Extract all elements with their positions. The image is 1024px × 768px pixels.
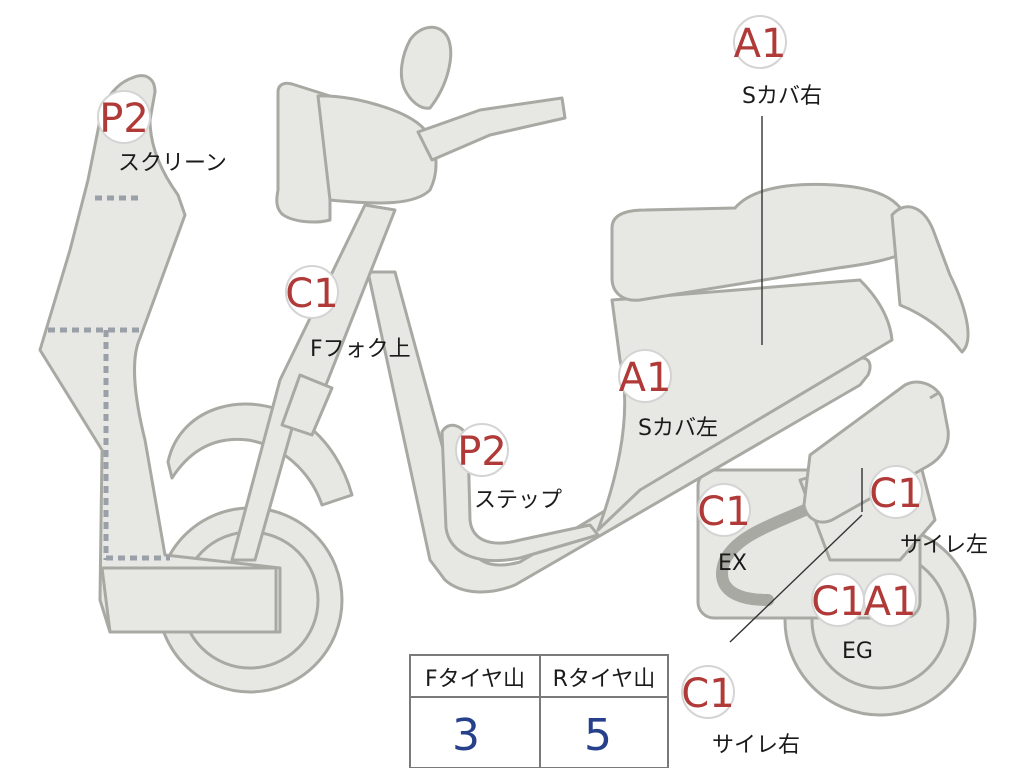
part-name: Sカバ右 <box>742 84 822 109</box>
leader-muffler-right <box>729 514 863 643</box>
tire-tread-table: Fタイヤ山 Rタイヤ山 3 5 <box>409 654 669 768</box>
label-cover-right: A1 Sカバ右 <box>733 15 822 109</box>
part-name: ステップ <box>474 488 562 513</box>
grade-badge <box>455 423 509 477</box>
grade-text: C1 <box>697 489 750 535</box>
front-tire-value: 3 <box>452 710 480 761</box>
part-name: Sカバ左 <box>638 416 718 441</box>
grade-text: C1 <box>811 579 864 625</box>
label-fork-upper: C1 Fフォク上 <box>285 265 411 362</box>
fork-lower <box>280 373 334 437</box>
leader-lines <box>729 116 863 643</box>
grade-text: P2 <box>99 96 149 142</box>
front-tire-header: Fタイヤ山 <box>425 667 525 692</box>
grade-badge <box>869 465 923 519</box>
tail-cowl <box>890 205 970 354</box>
grade-text: C1 <box>285 271 338 317</box>
grade-badge <box>285 265 339 319</box>
label-engine: C1 A1 EG <box>811 573 917 664</box>
grade-text: C1 <box>681 671 734 717</box>
seat <box>610 182 912 302</box>
grade-badge <box>733 15 787 69</box>
muffler-tip <box>929 390 941 400</box>
rear-tire-value: 5 <box>584 710 612 761</box>
grade-text: C1 <box>869 471 922 517</box>
part-name: スクリーン <box>118 151 227 176</box>
label-step: P2 ステップ <box>455 423 562 513</box>
mirror <box>399 25 453 110</box>
headlight <box>275 81 332 224</box>
label-exhaust: C1 EX <box>697 483 751 576</box>
part-name: サイレ左 <box>900 533 988 558</box>
label-cover-left: A1 Sカバ左 <box>618 349 718 441</box>
grade-badge <box>97 90 151 144</box>
grade-text: A1 <box>619 355 672 401</box>
grade-badge <box>697 483 751 537</box>
grade-text: A1 <box>734 21 787 67</box>
grade-badge <box>618 349 672 403</box>
grade-badge <box>863 573 917 627</box>
muffler <box>802 380 950 524</box>
grade-badge <box>681 665 735 719</box>
frame-floor <box>366 270 872 594</box>
part-name: Fフォク上 <box>310 337 411 362</box>
grade-text: A1 <box>864 579 917 625</box>
rear-tire-header: Rタイヤ山 <box>553 667 656 692</box>
label-screen: P2 スクリーン <box>97 90 227 176</box>
part-name: EG <box>842 639 873 664</box>
handlebar <box>416 96 567 162</box>
label-muffler-right: C1 サイレ右 <box>681 665 800 758</box>
side-cover <box>596 278 894 532</box>
exhaust-pipe <box>716 492 836 606</box>
head-cover <box>316 94 438 205</box>
part-name: サイレ右 <box>712 733 800 758</box>
part-name: EX <box>718 551 747 576</box>
label-muffler-left: C1 サイレ左 <box>869 465 988 558</box>
front-floor-block <box>100 566 278 634</box>
grade-text: P2 <box>457 429 507 475</box>
